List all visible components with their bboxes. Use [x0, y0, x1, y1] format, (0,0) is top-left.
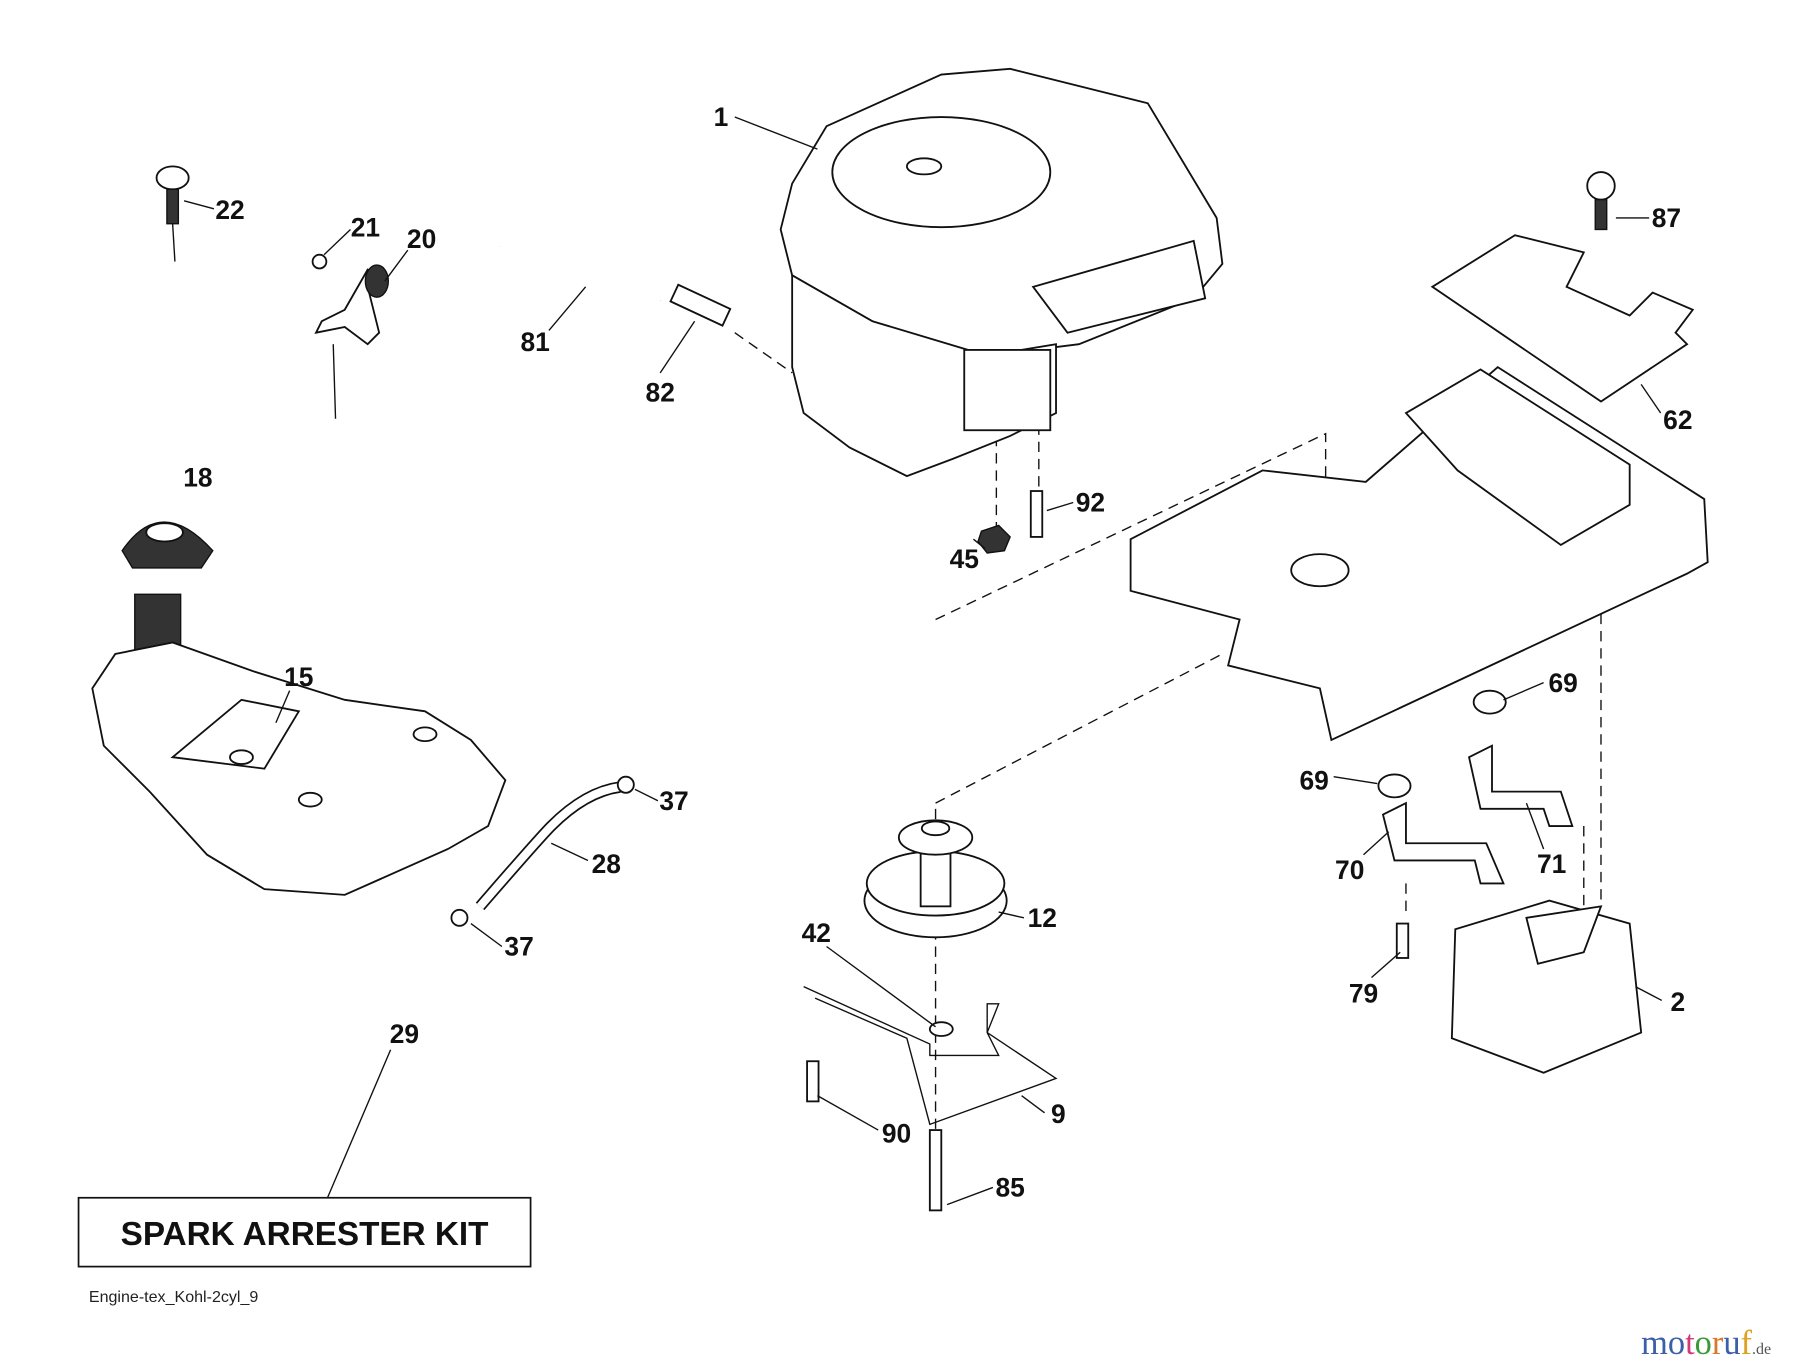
callout-28: 28: [592, 849, 621, 879]
callout-15: 15: [284, 662, 313, 692]
motoruf-watermark: motoruf.de: [1641, 1324, 1771, 1362]
callout-12: 12: [1028, 903, 1057, 933]
fuel-tank: [91, 521, 507, 896]
callout-37-lower: 37: [504, 932, 533, 962]
callout-62: 62: [1663, 405, 1692, 435]
callout-85: 85: [995, 1173, 1024, 1203]
muffler: [1450, 899, 1643, 1074]
callout-21: 21: [351, 212, 380, 242]
callout-42: 42: [802, 918, 831, 948]
diagram-code: Engine-tex_Kohl-2cyl_9: [89, 1288, 259, 1306]
callout-9: 9: [1051, 1099, 1066, 1129]
callout-92: 92: [1076, 488, 1105, 518]
callout-69-upper: 69: [1548, 668, 1577, 698]
callout-2: 2: [1671, 987, 1686, 1017]
callout-22: 22: [215, 195, 244, 225]
callout-1: 1: [714, 102, 729, 132]
callout-20: 20: [407, 224, 436, 254]
spark-arrester-kit-box: [77, 1196, 532, 1268]
fuel-filter: [669, 283, 732, 327]
callout-90: 90: [882, 1119, 911, 1149]
callout-45: 45: [950, 544, 979, 574]
callout-labels: 1 22 21 20 81 82 87 62 18 92 45 15 69 69…: [183, 102, 1692, 1202]
callout-29: 29: [390, 1019, 419, 1049]
callout-71: 71: [1537, 849, 1566, 879]
callout-69-lower: 69: [1299, 765, 1328, 795]
part-20-21: [311, 253, 390, 419]
engine: [779, 67, 1224, 478]
spark-arrester-kit-label: SPARK ARRESTER KIT: [121, 1216, 489, 1253]
part-87-62: [1430, 171, 1695, 403]
leader-lines: [183, 116, 1663, 1206]
callout-79: 79: [1349, 979, 1378, 1009]
pulley: [863, 819, 1008, 939]
callout-37-upper: 37: [659, 786, 688, 816]
callout-70: 70: [1335, 855, 1364, 885]
part-22: [155, 165, 190, 262]
callout-82: 82: [646, 378, 675, 408]
callout-81: 81: [520, 327, 549, 357]
callout-18: 18: [183, 462, 212, 492]
callout-87: 87: [1652, 203, 1681, 233]
